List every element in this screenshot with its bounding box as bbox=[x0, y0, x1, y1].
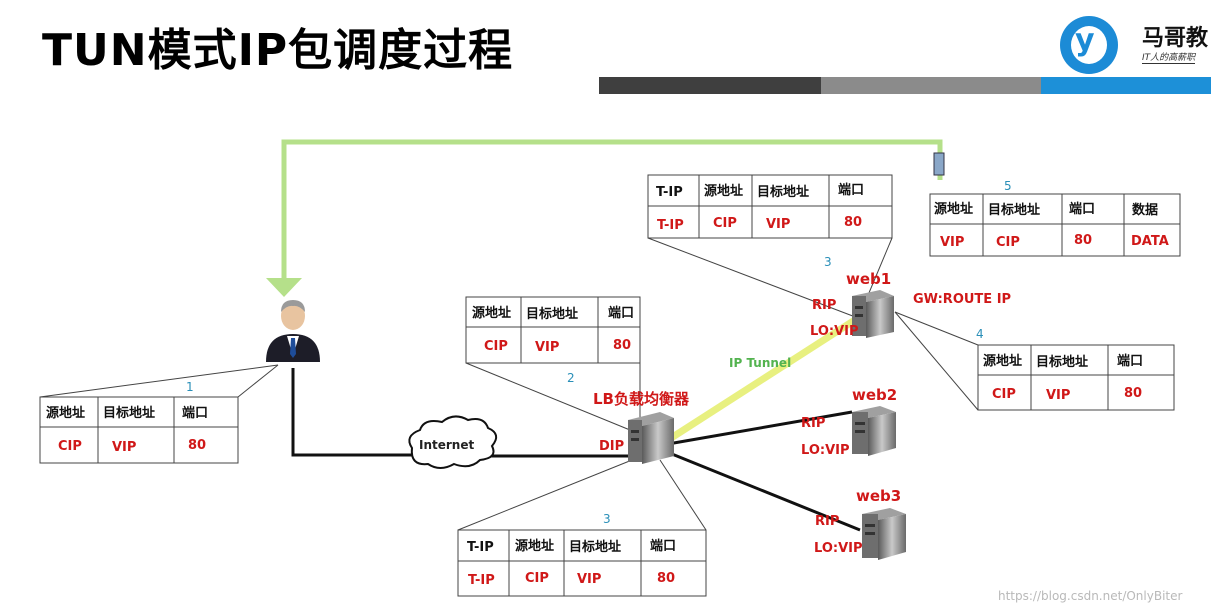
table-header: 端口 bbox=[182, 405, 208, 421]
table-cell: T-IP bbox=[657, 218, 684, 233]
cloud-icon: Internet bbox=[408, 415, 498, 469]
packet-table-1: 源地址 目标地址 端口 CIP VIP 80 1 bbox=[39, 380, 239, 464]
table-header: 端口 bbox=[838, 182, 864, 198]
lb-dip-label: DIP bbox=[599, 439, 624, 454]
lb-label: LB负载均衡器 bbox=[593, 390, 690, 408]
table-cell: VIP bbox=[577, 572, 601, 587]
web2-name: web2 bbox=[852, 386, 897, 404]
table-header: 源地址 bbox=[934, 201, 973, 217]
header-bar-gray bbox=[821, 77, 1041, 94]
return-path bbox=[266, 139, 945, 297]
packet-table-2: 源地址 目标地址 端口 CIP VIP 80 2 bbox=[465, 296, 641, 385]
web3-name: web3 bbox=[856, 487, 901, 505]
internet-label: Internet bbox=[419, 438, 474, 452]
header-bar-blue bbox=[1041, 77, 1211, 94]
server-icon bbox=[852, 290, 894, 338]
network-links bbox=[291, 315, 861, 532]
step-number: 4 bbox=[976, 327, 984, 341]
callout-lines bbox=[39, 237, 979, 531]
watermark: https://blog.csdn.net/OnlyBiter bbox=[998, 589, 1183, 603]
table-cell: 80 bbox=[1074, 233, 1092, 248]
table-cell: 80 bbox=[657, 571, 675, 586]
web3-lo: LO:VIP bbox=[814, 541, 863, 556]
table-cell: VIP bbox=[535, 340, 559, 355]
page-title: TUN模式IP包调度过程 bbox=[42, 25, 514, 76]
table-cell: 80 bbox=[613, 338, 631, 353]
header-bar-dark bbox=[599, 77, 821, 94]
table-cell: CIP bbox=[484, 339, 508, 354]
table-header: 源地址 bbox=[46, 405, 85, 421]
table-header: T-IP bbox=[656, 185, 683, 200]
table-header: 目标地址 bbox=[1036, 354, 1088, 370]
packet-table-3-top: T-IP 源地址 目标地址 端口 T-IP CIP VIP 80 3 bbox=[647, 174, 893, 269]
logo-tagline: IT人的高薪职 bbox=[1142, 50, 1196, 64]
table-cell: CIP bbox=[992, 387, 1016, 402]
step-number: 3 bbox=[603, 512, 611, 526]
table-header: 数据 bbox=[1132, 202, 1158, 218]
table-cell: 80 bbox=[844, 215, 862, 230]
table-header: 目标地址 bbox=[526, 306, 578, 322]
web2-rip: RIP bbox=[801, 416, 825, 431]
table-cell: T-IP bbox=[468, 573, 495, 588]
web1-name: web1 bbox=[846, 270, 891, 288]
table-cell: DATA bbox=[1131, 234, 1169, 249]
table-header: 端口 bbox=[650, 538, 676, 554]
packet-table-4: 源地址 目标地址 端口 CIP VIP 80 4 bbox=[976, 327, 1175, 411]
web1-rip: RIP bbox=[812, 298, 836, 313]
web1-gw: GW:ROUTE IP bbox=[913, 292, 1011, 307]
logo-mark: y bbox=[1075, 23, 1095, 58]
server-icon bbox=[852, 406, 896, 456]
server-icon bbox=[628, 412, 674, 464]
table-cell: CIP bbox=[713, 216, 737, 231]
web2-lo: LO:VIP bbox=[801, 443, 850, 458]
web3-rip: RIP bbox=[815, 514, 839, 529]
logo-name: 马哥教 bbox=[1142, 26, 1209, 51]
table-header: 端口 bbox=[1117, 353, 1143, 369]
table-header: 端口 bbox=[1069, 201, 1095, 217]
table-header: 源地址 bbox=[983, 353, 1022, 369]
step-number: 5 bbox=[1004, 179, 1012, 193]
brand-logo: y 马哥教 IT人的高薪职 bbox=[1056, 8, 1211, 78]
table-cell: 80 bbox=[188, 438, 206, 453]
table-header: 源地址 bbox=[704, 183, 743, 199]
logo-circle-icon bbox=[1060, 16, 1118, 74]
table-header: 端口 bbox=[608, 305, 634, 321]
packet-table-5: 源地址 目标地址 端口 数据 VIP CIP 80 DATA 5 bbox=[929, 179, 1181, 257]
step-number: 1 bbox=[186, 380, 194, 394]
packet-table-3-bottom: T-IP 源地址 目标地址 端口 T-IP CIP VIP 80 3 bbox=[457, 512, 707, 597]
table-header: 目标地址 bbox=[103, 405, 155, 421]
person-icon bbox=[266, 300, 320, 362]
table-cell: CIP bbox=[525, 571, 549, 586]
table-header: 目标地址 bbox=[757, 184, 809, 200]
table-header: 目标地址 bbox=[988, 202, 1040, 218]
table-cell: VIP bbox=[766, 217, 790, 232]
table-header: 源地址 bbox=[472, 305, 511, 321]
table-header: 源地址 bbox=[515, 538, 554, 554]
server-icon bbox=[862, 508, 906, 560]
step-number: 3 bbox=[824, 255, 832, 269]
table-cell: VIP bbox=[1046, 388, 1070, 403]
table-cell: CIP bbox=[996, 235, 1020, 250]
table-cell: 80 bbox=[1124, 386, 1142, 401]
step-number: 2 bbox=[567, 371, 575, 385]
table-cell: CIP bbox=[58, 439, 82, 454]
table-header: 目标地址 bbox=[569, 539, 621, 555]
table-cell: VIP bbox=[940, 235, 964, 250]
web1-lo: LO:VIP bbox=[810, 324, 859, 339]
tunnel-label: IP Tunnel bbox=[729, 356, 791, 370]
table-cell: VIP bbox=[112, 440, 136, 455]
table-header: T-IP bbox=[467, 540, 494, 555]
